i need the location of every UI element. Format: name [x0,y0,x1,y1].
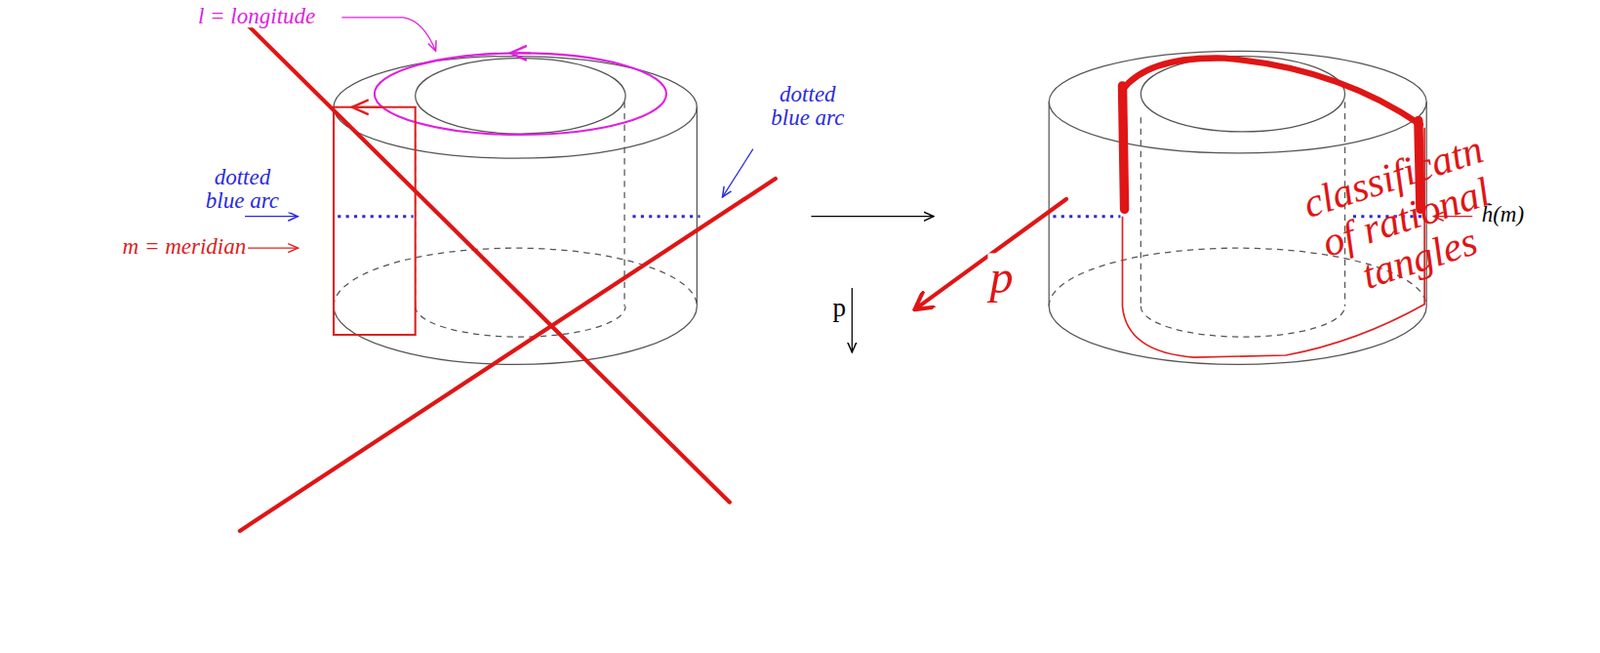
handwritten-note: classificatn of rational tangles [1295,126,1517,309]
handwritten-stroke [237,14,1421,531]
curve-label: l = longitude [196,3,319,28]
meridian-arrow [352,106,383,109]
meridian-curve [333,107,416,335]
longitude-curve [374,52,667,135]
curve-label: dotted blue arc [757,81,859,129]
dotted-arc [337,214,700,218]
solid-torus [333,56,697,365]
leader-line [242,17,1473,353]
map-label: p [830,293,848,322]
handwritten-note: p [987,252,1015,303]
curve-label: dotted blue arc [192,164,294,212]
longitude-arrow [510,51,531,54]
curve-label: m = meridian [120,235,248,259]
